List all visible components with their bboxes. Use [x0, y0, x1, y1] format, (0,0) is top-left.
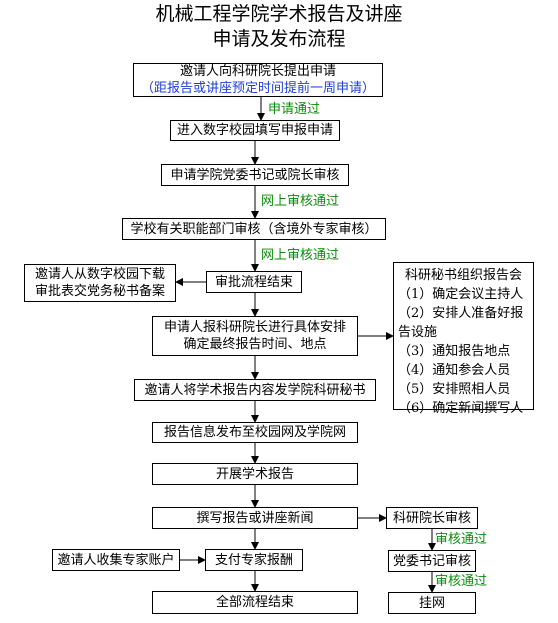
- step-write-news: 撰写报告或讲座新闻: [152, 507, 358, 529]
- step-process-complete: 全部流程结束: [152, 591, 358, 614]
- label-online-review-passed-1: 网上审核通过: [261, 194, 340, 209]
- secretary-task-5: （5）安排照相人员: [398, 382, 511, 397]
- step-schedule-time-place: 申请人报科研院长进行具体安排 确定最终报告时间、地点: [152, 316, 358, 356]
- step-university-review: 学校有关职能部门审核（含境外专家审核）: [122, 218, 386, 240]
- step-schedule-time-place-line-1: 申请人报科研院长进行具体安排: [163, 320, 346, 335]
- secretary-task-4: （4）通知参会人员: [398, 363, 511, 378]
- step-download-approval-form: 邀请人从数字校园下载 审批表交党务秘书备案: [24, 264, 176, 302]
- step-download-approval-form-line-2: 审批表交党务秘书备案: [34, 284, 165, 299]
- step-research-dean-review: 科研院长审核: [386, 507, 478, 529]
- step-submit-application-text: 邀请人向科研院长提出申请: [179, 64, 336, 79]
- step-download-approval-form-line-1: 邀请人从数字校园下载: [34, 267, 165, 282]
- step-schedule-time-place-line-2: 确定最终报告时间、地点: [183, 337, 327, 352]
- secretary-task-3: （3）通知报告地点: [398, 344, 511, 359]
- secretary-tasks-heading: 科研秘书组织报告会: [404, 268, 522, 283]
- title-line-2: 申请及发布流程: [212, 28, 346, 50]
- label-review-passed-1: 审核通过: [435, 532, 488, 547]
- step-dean-review: 申请学院党委书记或院长审核: [161, 164, 349, 186]
- step-pay-expert: 支付专家报酬: [205, 549, 303, 571]
- step-fill-online-form: 进入数字校园填写申报申请: [170, 120, 340, 141]
- step-submit-application: 邀请人向科研院长提出申请 （距报告或讲座预定时间提前一周申请）: [133, 63, 383, 97]
- page-title: 机械工程学院学术报告及讲座 申请及发布流程: [0, 2, 558, 52]
- secretary-task-1: （1）确定会议主持人: [398, 287, 524, 302]
- secretary-tasks-box: 科研秘书组织报告会 （1）确定会议主持人 （2）安排人准备好报告设施 （3）通知…: [393, 262, 534, 416]
- secretary-task-2: （2）安排人准备好报告设施: [398, 306, 524, 340]
- step-publish-info: 报告信息发布至校园网及学院网: [152, 422, 358, 443]
- step-submit-application-note: （距报告或讲座预定时间提前一周申请）: [140, 81, 375, 96]
- step-collect-expert-account: 邀请人收集专家账户: [52, 549, 180, 571]
- step-party-secretary-review: 党委书记审核: [388, 550, 476, 572]
- step-hold-lecture: 开展学术报告: [152, 463, 358, 485]
- step-approval-complete: 审批流程结束: [206, 271, 302, 293]
- label-online-review-passed-2: 网上审核通过: [261, 248, 340, 263]
- label-application-approved: 申请通过: [268, 102, 321, 117]
- secretary-task-6: （6）确定新闻撰写人: [398, 401, 524, 416]
- label-review-passed-2: 审核通过: [435, 574, 488, 589]
- title-line-1: 机械工程学院学术报告及讲座: [155, 3, 403, 25]
- step-post-online: 挂网: [388, 592, 476, 614]
- step-send-content-to-secretary: 邀请人将学术报告内容发学院科研秘书: [134, 379, 376, 401]
